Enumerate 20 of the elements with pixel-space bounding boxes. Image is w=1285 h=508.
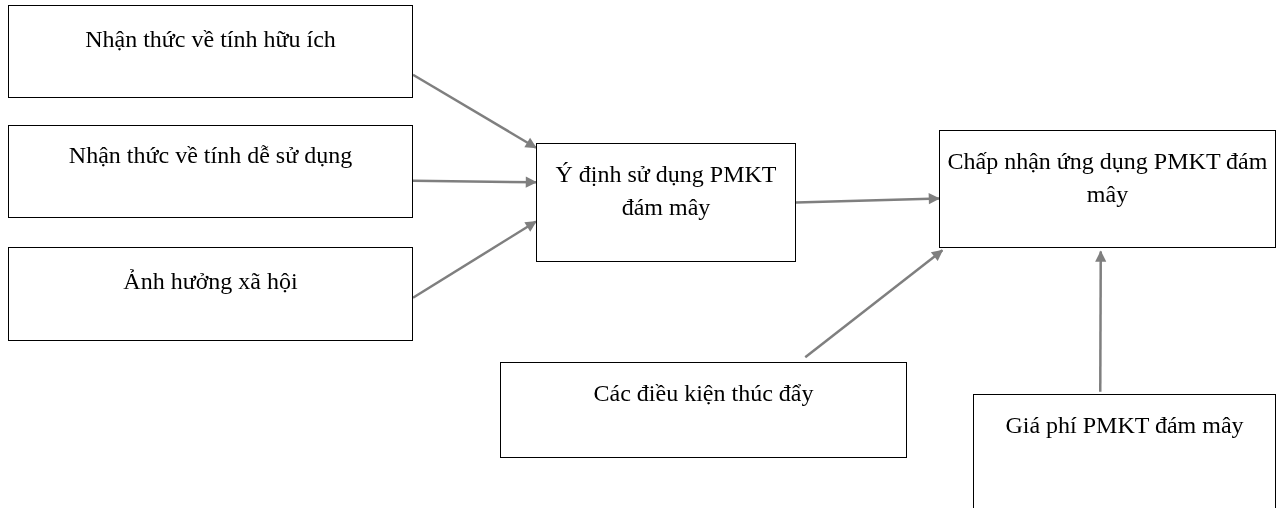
process-box xyxy=(939,130,1276,248)
arrow xyxy=(412,73,537,149)
box-label: Nhận thức về tính dễ sử dụng xyxy=(67,141,354,170)
arrow xyxy=(413,176,537,188)
box-label: Ý định sử dụng PMKT đám mây xyxy=(554,160,778,222)
process-box xyxy=(8,5,413,98)
box-label: Giá phí PMKT đám mây xyxy=(1004,411,1245,440)
process-box xyxy=(973,394,1276,508)
box-label: Nhận thức về tính hữu ích xyxy=(84,25,337,54)
box-label: Chấp nhận ứng dụng PMKT đám mây xyxy=(946,147,1269,209)
box-label: Ảnh hưởng xã hội xyxy=(122,267,299,296)
box-label: Các điều kiện thúc đẩy xyxy=(592,379,815,408)
arrow xyxy=(1095,250,1107,392)
arrow xyxy=(795,193,940,205)
process-box xyxy=(536,143,796,262)
arrow xyxy=(412,220,537,299)
process-box xyxy=(8,247,413,341)
process-box xyxy=(8,125,413,218)
process-box xyxy=(500,362,907,458)
arrow xyxy=(804,249,944,359)
